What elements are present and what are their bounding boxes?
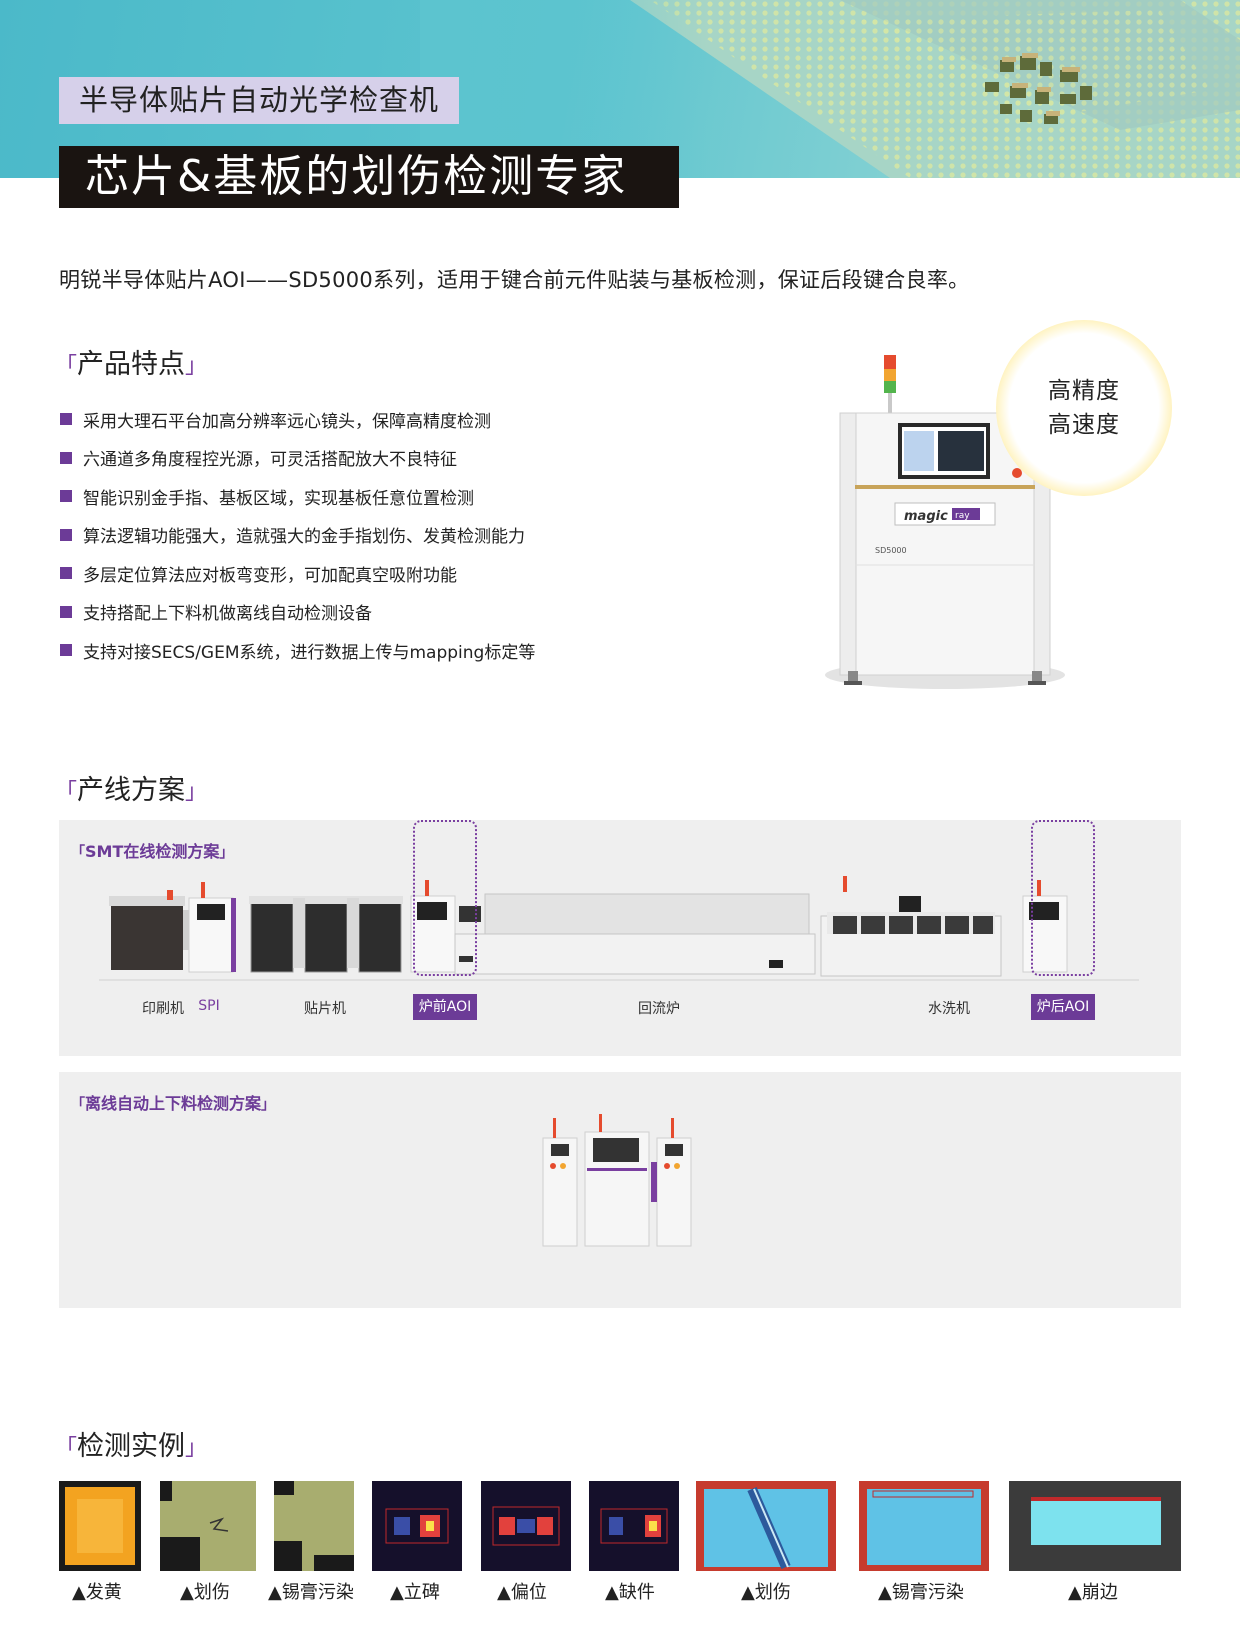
examples-title: 检测实例: [77, 1431, 186, 1462]
chip-board-image: [420, 0, 1240, 178]
example-image-yellowing: [59, 1481, 141, 1571]
smt-panel: 「SMT在线检测方案」: [59, 820, 1181, 1056]
example-image-tombstone: [372, 1481, 462, 1571]
bullet-square-icon: [60, 451, 72, 464]
hero-subtitle: 半导体贴片自动光学检查机: [59, 77, 460, 124]
feature-text: 智能识别金手指、基板区域，实现基板任意位置检测: [83, 488, 474, 509]
pre-aoi-highlight: [413, 820, 477, 976]
example-image-paste-2: [859, 1481, 989, 1571]
example-label: ▲偏位: [497, 1582, 547, 1603]
bracket-open: 「: [71, 845, 85, 861]
feature-text: 支持搭配上下料机做离线自动检测设备: [83, 604, 372, 625]
station-placer: 贴片机: [304, 1001, 346, 1017]
smt-title: SMT在线检测方案: [85, 842, 220, 861]
feature-item: 支持搭配上下料机做离线自动检测设备: [60, 593, 535, 632]
badge-line-2: 高速度: [1048, 412, 1120, 438]
example-label: ▲划伤: [180, 1582, 230, 1603]
example-image-missing: [589, 1481, 679, 1571]
hero-banner: [0, 0, 1240, 178]
bracket-close: 」: [185, 354, 208, 379]
hero-title: 芯片&基板的划伤检测专家: [59, 146, 679, 208]
precision-speed-badge: 高精度 高速度: [996, 320, 1172, 496]
example-image-chipping: [1009, 1481, 1181, 1571]
feature-item: 支持对接SECS/GEM系统，进行数据上传与mapping标定等: [60, 631, 535, 670]
feature-item: 智能识别金手指、基板区域，实现基板任意位置检测: [60, 477, 535, 516]
example-image-offset: [481, 1481, 571, 1571]
station-post-aoi: 炉后AOI: [1031, 994, 1095, 1020]
example-label: ▲缺件: [605, 1582, 655, 1603]
feature-text: 支持对接SECS/GEM系统，进行数据上传与mapping标定等: [83, 642, 536, 663]
line-title: 产线方案: [77, 775, 186, 806]
bracket-open: 「: [55, 780, 78, 805]
badge-line-1: 高精度: [1048, 378, 1120, 404]
example-label: ▲锡膏污染: [878, 1582, 964, 1603]
feature-item: 六通道多角度程控光源，可灵活搭配放大不良特征: [60, 439, 535, 478]
examples-heading: 「检测实例」: [55, 1424, 207, 1463]
bullet-square-icon: [60, 528, 72, 541]
machine-brand-suffix: ray: [955, 511, 970, 521]
offline-title: 离线自动上下料检测方案: [85, 1094, 262, 1113]
feature-item: 算法逻辑功能强大，造就强大的金手指划伤、发黄检测能力: [60, 516, 535, 555]
example-label: ▲发黄: [72, 1582, 122, 1603]
bullet-square-icon: [60, 413, 72, 426]
bracket-open: 「: [71, 1097, 85, 1113]
feature-item: 采用大理石平台加高分辨率远心镜头，保障高精度检测: [60, 400, 535, 439]
example-label: ▲锡膏污染: [268, 1582, 354, 1603]
smt-line-image: [99, 876, 1139, 981]
bracket-close: 」: [185, 780, 208, 805]
feature-text: 六通道多角度程控光源，可灵活搭配放大不良特征: [83, 450, 457, 471]
station-printer: 印刷机: [142, 1001, 184, 1017]
station-reflow: 回流炉: [638, 1001, 680, 1017]
bracket-close: 」: [219, 845, 234, 861]
bracket-open: 「: [55, 354, 78, 379]
example-label: ▲划伤: [741, 1582, 791, 1603]
bracket-close: 」: [261, 1097, 276, 1113]
station-spi: SPI: [198, 998, 220, 1014]
station-washer: 水洗机: [928, 1001, 970, 1017]
example-image-scratch: [160, 1481, 256, 1571]
bullet-square-icon: [60, 605, 72, 618]
feature-item: 多层定位算法应对板弯变形，可加配真空吸附功能: [60, 554, 535, 593]
machine-model: SD5000: [875, 546, 907, 555]
features-heading: 「产品特点」: [55, 342, 207, 381]
feature-text: 多层定位算法应对板弯变形，可加配真空吸附功能: [83, 565, 457, 586]
example-label: ▲立碑: [390, 1582, 440, 1603]
bullet-square-icon: [60, 490, 72, 503]
feature-text: 采用大理石平台加高分辨率远心镜头，保障高精度检测: [83, 411, 491, 432]
feature-text: 算法逻辑功能强大，造就强大的金手指划伤、发黄检测能力: [83, 527, 525, 548]
intro-text: 明锐半导体贴片AOI——SD5000系列，适用于键合前元件贴装与基板检测，保证后…: [59, 268, 970, 292]
features-title: 产品特点: [77, 349, 186, 380]
machine-brand: magic: [904, 509, 948, 524]
bracket-close: 」: [185, 1436, 208, 1461]
line-heading: 「产线方案」: [55, 768, 207, 807]
post-aoi-highlight: [1031, 820, 1095, 976]
sd5000-machine-image: magic ray SD5000: [825, 355, 1065, 689]
offline-panel-title: 「离线自动上下料检测方案」: [71, 1090, 275, 1114]
features-list: 采用大理石平台加高分辨率远心镜头，保障高精度检测 六通道多角度程控光源，可灵活搭…: [60, 400, 535, 670]
offline-machine-image: [542, 1114, 692, 1247]
example-image-paste: [274, 1481, 354, 1571]
example-image-scratch-2: [696, 1481, 836, 1571]
bullet-square-icon: [60, 567, 72, 580]
offline-panel: 「离线自动上下料检测方案」: [59, 1072, 1181, 1308]
bullet-square-icon: [60, 644, 72, 657]
station-pre-aoi: 炉前AOI: [413, 994, 477, 1020]
smt-panel-title: 「SMT在线检测方案」: [71, 838, 233, 862]
bracket-open: 「: [55, 1436, 78, 1461]
example-label: ▲崩边: [1068, 1582, 1118, 1603]
